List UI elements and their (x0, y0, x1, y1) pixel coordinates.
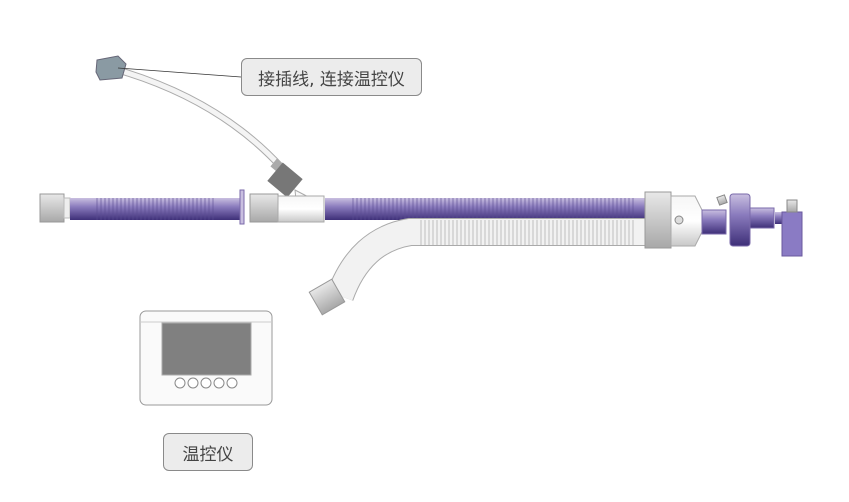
controller-button (213, 377, 225, 389)
controller-button (200, 377, 212, 389)
plug-head (95, 55, 127, 81)
patient-wye (644, 191, 803, 257)
filter (729, 193, 751, 247)
inspiratory-tube (39, 189, 645, 225)
temperature-controller (139, 310, 273, 406)
controller-button (174, 377, 186, 389)
y-connector (277, 195, 325, 223)
cable-socket (267, 162, 303, 198)
end-cap-left (39, 193, 65, 223)
end-cap-expiratory (308, 278, 346, 316)
callout-leader-line (117, 67, 242, 78)
controller-screen (161, 322, 252, 376)
expiratory-tube (308, 218, 645, 316)
controller-button (187, 377, 199, 389)
cable-callout-label: 接插线, 连接温控仪 (241, 58, 422, 96)
elbow-connector (781, 211, 803, 257)
controller-button (226, 377, 238, 389)
controller-callout-label: 温控仪 (163, 433, 253, 471)
